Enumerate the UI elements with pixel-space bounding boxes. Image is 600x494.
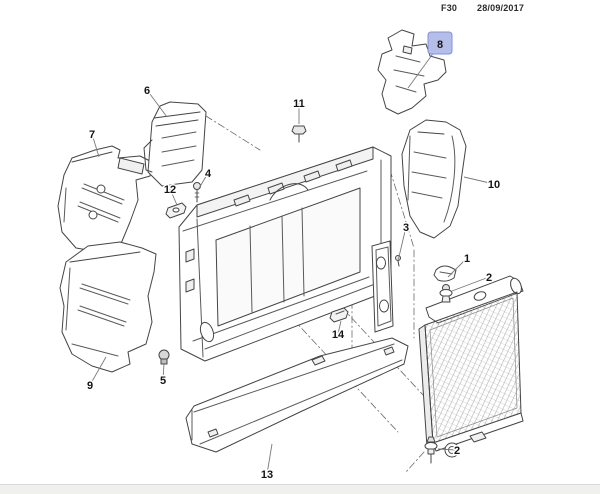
callout-number: 10 <box>488 179 500 191</box>
part-1-mount-bracket <box>434 266 456 281</box>
callout-number: 2 <box>454 445 460 457</box>
callout-number: 7 <box>89 129 95 141</box>
part-3-side-plate <box>372 241 401 332</box>
callout-4[interactable]: 4 <box>197 167 213 191</box>
part-2-mount-lower <box>425 437 437 463</box>
part-12-bracket <box>166 203 186 218</box>
part-8-bracket <box>378 30 446 114</box>
radiator <box>419 276 523 457</box>
part-9-baffle-lower-left <box>60 242 156 372</box>
part-11-clip <box>292 126 306 142</box>
callout-leader-line <box>337 320 342 335</box>
callout-number: 11 <box>293 98 305 110</box>
callout-leader-line <box>266 443 273 475</box>
callout-number: 5 <box>160 375 166 387</box>
callout-number: 2 <box>486 272 492 284</box>
part-7-baffle-upper-left <box>58 146 152 252</box>
callout-2[interactable]: 2 <box>437 444 462 459</box>
callout-leader-line <box>169 188 178 206</box>
callout-leader-line <box>197 172 209 191</box>
radiator-support-frame <box>179 147 391 361</box>
part-5-grommet <box>159 350 169 364</box>
callout-leader-line <box>397 226 407 262</box>
callout-leader-line <box>463 176 495 185</box>
callout-3[interactable]: 3 <box>397 221 411 262</box>
callout-number: 9 <box>87 380 93 392</box>
callout-7[interactable]: 7 <box>87 128 100 158</box>
part-14-clip <box>330 308 348 322</box>
part-4-screw <box>194 183 201 203</box>
document-date: 28/09/2017 <box>477 3 525 13</box>
callout-number: 12 <box>164 184 176 196</box>
callout-leader-line <box>146 89 168 118</box>
part-13-lower-deflector <box>186 338 408 452</box>
document-code: F30 <box>441 3 458 13</box>
footer-bar <box>0 484 600 494</box>
callout-leader-line <box>162 362 165 381</box>
callout-number: 6 <box>144 85 150 97</box>
callout-10[interactable]: 10 <box>463 176 502 193</box>
callout-2[interactable]: 2 <box>451 271 494 292</box>
callout-leader-line <box>91 133 100 158</box>
part-10-baffle-right <box>402 120 466 238</box>
callout-1[interactable]: 1 <box>447 252 472 278</box>
callout-12[interactable]: 12 <box>162 183 178 206</box>
callout-number: 8 <box>437 39 443 51</box>
part-2-mount-upper <box>440 285 452 303</box>
callout-leader-line <box>437 448 458 451</box>
callout-number: 13 <box>261 469 273 481</box>
callout-number: 4 <box>205 168 212 180</box>
callout-number: 14 <box>332 329 345 341</box>
callout-11[interactable]: 11 <box>292 97 306 124</box>
callout-leader-line <box>451 276 490 292</box>
callout-number: 1 <box>464 253 470 265</box>
callout-number: 3 <box>403 222 409 234</box>
callout-8-highlighted[interactable]: 8 <box>407 31 453 89</box>
callout-highlight-box <box>427 31 453 55</box>
callout-6[interactable]: 6 <box>142 84 168 118</box>
callout-13[interactable]: 13 <box>259 443 275 483</box>
part-6-air-guide <box>144 102 206 186</box>
callout-5[interactable]: 5 <box>158 362 168 389</box>
callout-14[interactable]: 14 <box>330 320 346 343</box>
callout-leader-line <box>89 356 107 386</box>
callout-9[interactable]: 9 <box>85 356 107 394</box>
callout-leader-line <box>447 257 468 278</box>
